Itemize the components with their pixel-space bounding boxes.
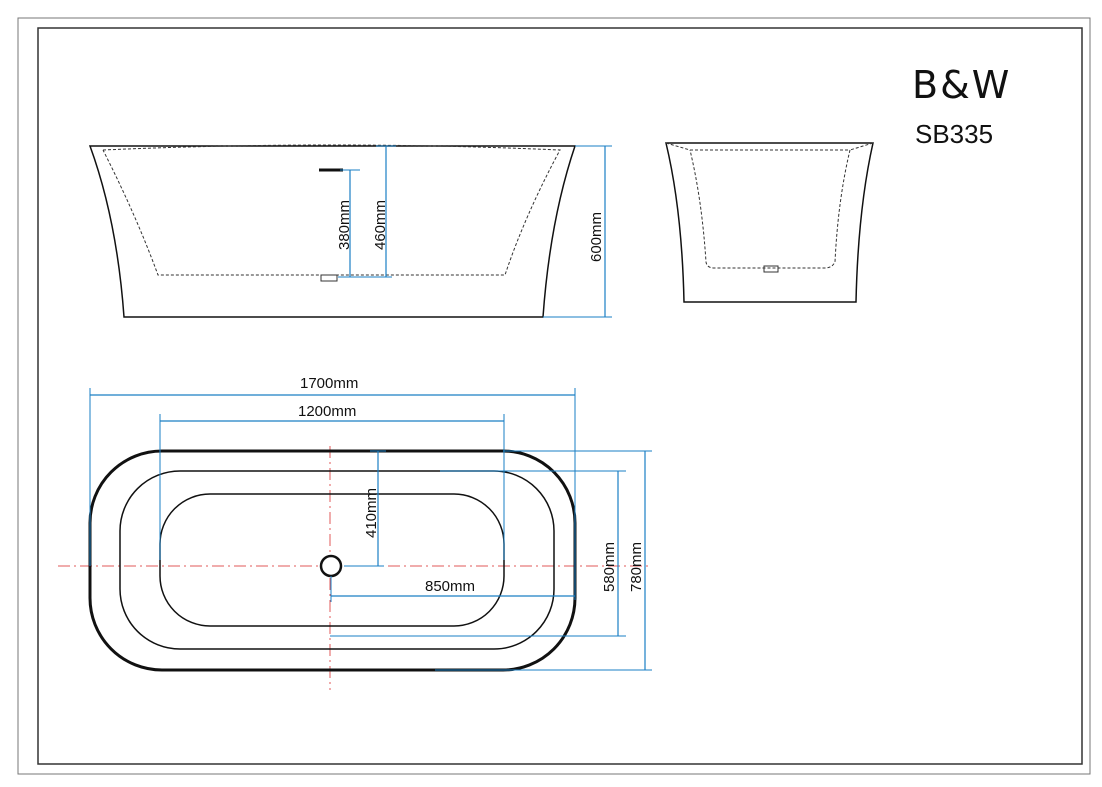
label-depth: 460mm [372, 200, 389, 250]
model-number: SB335 [915, 119, 993, 149]
label-overall-length: 1700mm [300, 375, 358, 392]
label-drain-offset-y: 410mm [363, 488, 380, 538]
end-outline [665, 142, 874, 303]
end-elevation [665, 142, 874, 303]
end-corner-right [849, 142, 874, 151]
outer-frame [17, 17, 1091, 775]
label-inner-depth: 380mm [336, 200, 353, 250]
inner-frame [37, 27, 1083, 765]
drain-icon [319, 554, 343, 578]
label-inner-width: 580mm [601, 542, 618, 592]
drain-foot [320, 274, 338, 282]
label-drain-offset-x: 850mm [425, 578, 475, 595]
label-height: 600mm [588, 212, 605, 262]
plan-view: 1700mm 1200mm 410mm 850mm 580mm 780mm [58, 375, 652, 690]
end-inner-dashed [689, 149, 851, 269]
label-overall-width: 780mm [628, 542, 645, 592]
side-elevation: 380mm 460mm 600mm [88, 144, 612, 318]
brand-logo: B&W [912, 63, 1011, 107]
label-inner-length: 1200mm [298, 403, 356, 420]
plan-inner-rim [119, 470, 555, 650]
end-drain-foot [763, 265, 779, 273]
side-inner-dashed [102, 144, 561, 276]
side-outline [88, 145, 577, 318]
end-corner-left [665, 142, 691, 151]
